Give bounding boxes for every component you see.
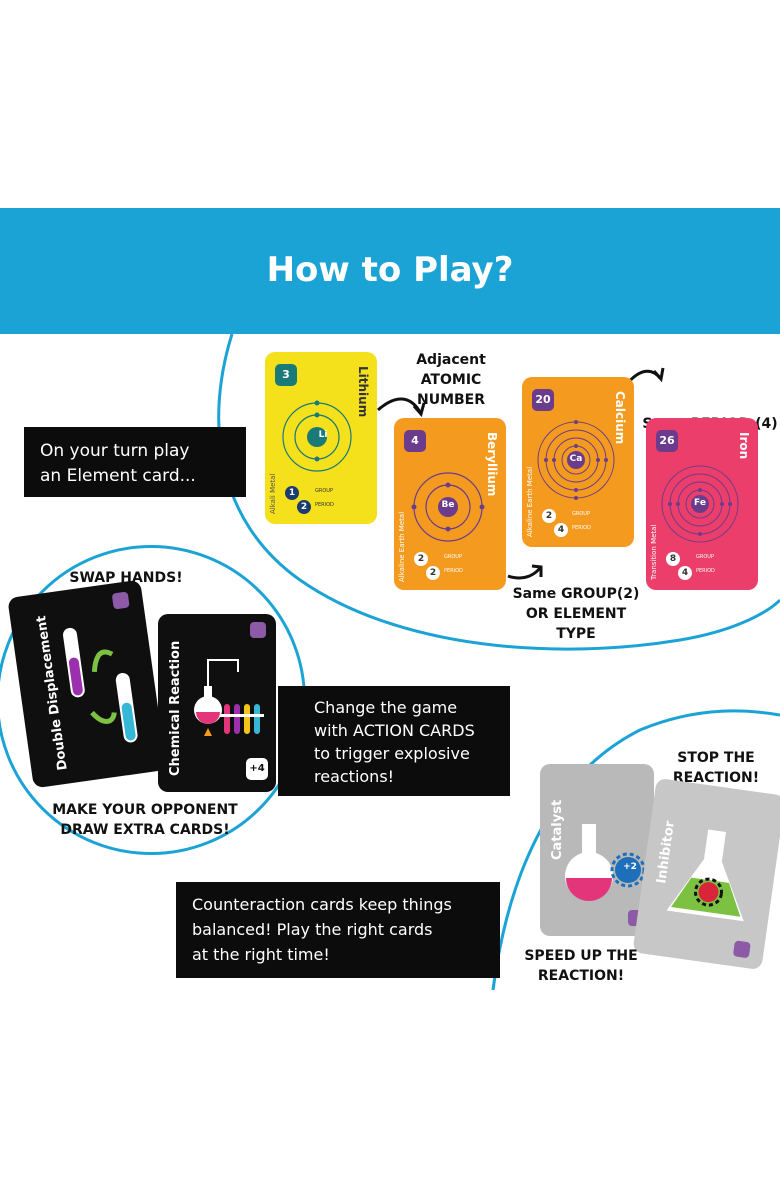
atomic-number-badge: 20 <box>532 389 554 411</box>
atomic-number-badge: 3 <box>275 364 297 386</box>
speed-line2: REACTION! <box>537 968 625 984</box>
action-card-double-displacement[interactable]: Double Displacement <box>7 579 167 789</box>
stop-line2: REACTION! <box>672 770 760 786</box>
action-line3: to trigger explosive <box>314 744 470 763</box>
element-type: Alkali Metal <box>269 473 277 514</box>
group-badge: 8 <box>666 552 680 566</box>
group-label: GROUP <box>315 488 333 494</box>
group-label: GROUP <box>444 554 462 560</box>
same-group-line1: Same GROUP(2) <box>512 586 640 602</box>
header-banner <box>0 208 780 334</box>
beaker-icon <box>666 829 744 922</box>
element-card-iron[interactable]: 26 Iron Fe Transition Metal 8 4 GROUP PE… <box>646 418 758 590</box>
swap-hands-label: SWAP HANDS! <box>69 570 183 586</box>
mascot-icon <box>111 591 130 610</box>
period-label: PERIOD <box>696 568 715 574</box>
same-group-label: Same GROUP(2) OR ELEMENT TYPE <box>506 584 646 644</box>
flask-icon <box>565 824 646 901</box>
card-name: Chemical Reaction <box>168 640 183 776</box>
inhibitor-card[interactable]: Inhibitor <box>632 777 780 971</box>
atom-diagram-icon <box>537 420 615 500</box>
period-badge: 2 <box>426 566 440 580</box>
element-name: Lithium <box>356 366 370 418</box>
element-card-lithium[interactable]: 3 Lithium Li Alkali Metal 1 2 GROUP PERI… <box>265 352 377 524</box>
intro-line1: On your turn play <box>40 441 190 461</box>
group-label: GROUP <box>696 554 714 560</box>
catalyst-card[interactable]: Catalyst +2 <box>540 764 654 936</box>
mascot-icon <box>732 940 751 959</box>
action-callout: Change the game with ACTION CARDS to tri… <box>278 686 510 796</box>
plus-four-badge: +4 <box>246 758 268 780</box>
counter-callout: Counteraction cards keep things balanced… <box>176 882 500 978</box>
intro-callout: On your turn play an Element card... <box>24 427 246 497</box>
test-tubes-icon <box>62 627 138 743</box>
adjacent-line1: Adjacent <box>416 352 486 368</box>
page-title: How to Play? <box>266 250 514 290</box>
element-symbol: Ca <box>569 454 583 464</box>
opponent-line1: MAKE YOUR OPPONENT <box>52 802 238 818</box>
group-badge: 2 <box>542 509 556 523</box>
period-badge: 4 <box>678 566 692 580</box>
atom-diagram-icon <box>282 400 352 472</box>
period-badge: 2 <box>297 500 311 514</box>
atom-diagram-icon <box>411 472 485 542</box>
stop-line1: STOP THE <box>677 750 755 766</box>
intro-line2: an Element card... <box>40 466 196 486</box>
opponent-line2: DRAW EXTRA CARDS! <box>60 822 230 838</box>
period-label: PERIOD <box>315 502 334 508</box>
counter-line3: at the right time! <box>192 945 330 964</box>
group-badge: 2 <box>414 552 428 566</box>
element-type: Alkaline Earth Metal <box>526 466 534 537</box>
stop-label: STOP THE REACTION! <box>656 748 776 788</box>
action-line1: Change the game <box>314 698 458 717</box>
element-name: Iron <box>737 432 751 460</box>
adjacent-label: Adjacent ATOMIC NUMBER <box>386 350 516 410</box>
adjacent-line2: ATOMIC NUMBER <box>416 372 486 408</box>
element-symbol: Fe <box>694 498 706 508</box>
speed-line1: SPEED UP THE <box>524 948 638 964</box>
group-badge: 1 <box>285 486 299 500</box>
period-label: PERIOD <box>444 568 463 574</box>
action-line2: with ACTION CARDS <box>314 721 475 740</box>
element-symbol: Be <box>441 500 455 510</box>
element-symbol: Li <box>318 430 328 440</box>
counter-line2: balanced! Play the right cards <box>192 920 433 939</box>
mascot-icon <box>250 622 266 638</box>
same-group-line2: OR ELEMENT TYPE <box>525 606 627 642</box>
action-line4: reactions! <box>314 767 395 786</box>
opponent-label: MAKE YOUR OPPONENT DRAW EXTRA CARDS! <box>50 800 240 840</box>
atomic-number-badge: 26 <box>656 430 678 452</box>
atom-diagram-icon <box>661 465 739 543</box>
plus-two-badge: +2 <box>623 862 637 872</box>
counter-line1: Counteraction cards keep things <box>192 895 452 914</box>
lab-apparatus-icon <box>194 659 264 736</box>
element-card-beryllium[interactable]: 4 Beryllium Be Alkaline Earth Metal 2 2 … <box>394 418 506 590</box>
group-label: GROUP <box>572 511 590 517</box>
element-type: Transition Metal <box>650 524 658 580</box>
speed-label: SPEED UP THE REACTION! <box>516 946 646 986</box>
period-badge: 4 <box>554 523 568 537</box>
action-card-chemical-reaction[interactable]: Chemical Reaction +4 <box>158 614 276 792</box>
period-label: PERIOD <box>572 525 591 531</box>
element-type: Alkaline Earth Metal <box>398 511 406 582</box>
atomic-number-badge: 4 <box>404 430 426 452</box>
element-card-calcium[interactable]: 20 Calcium Ca Alkaline Earth Metal 2 4 G… <box>522 377 634 547</box>
